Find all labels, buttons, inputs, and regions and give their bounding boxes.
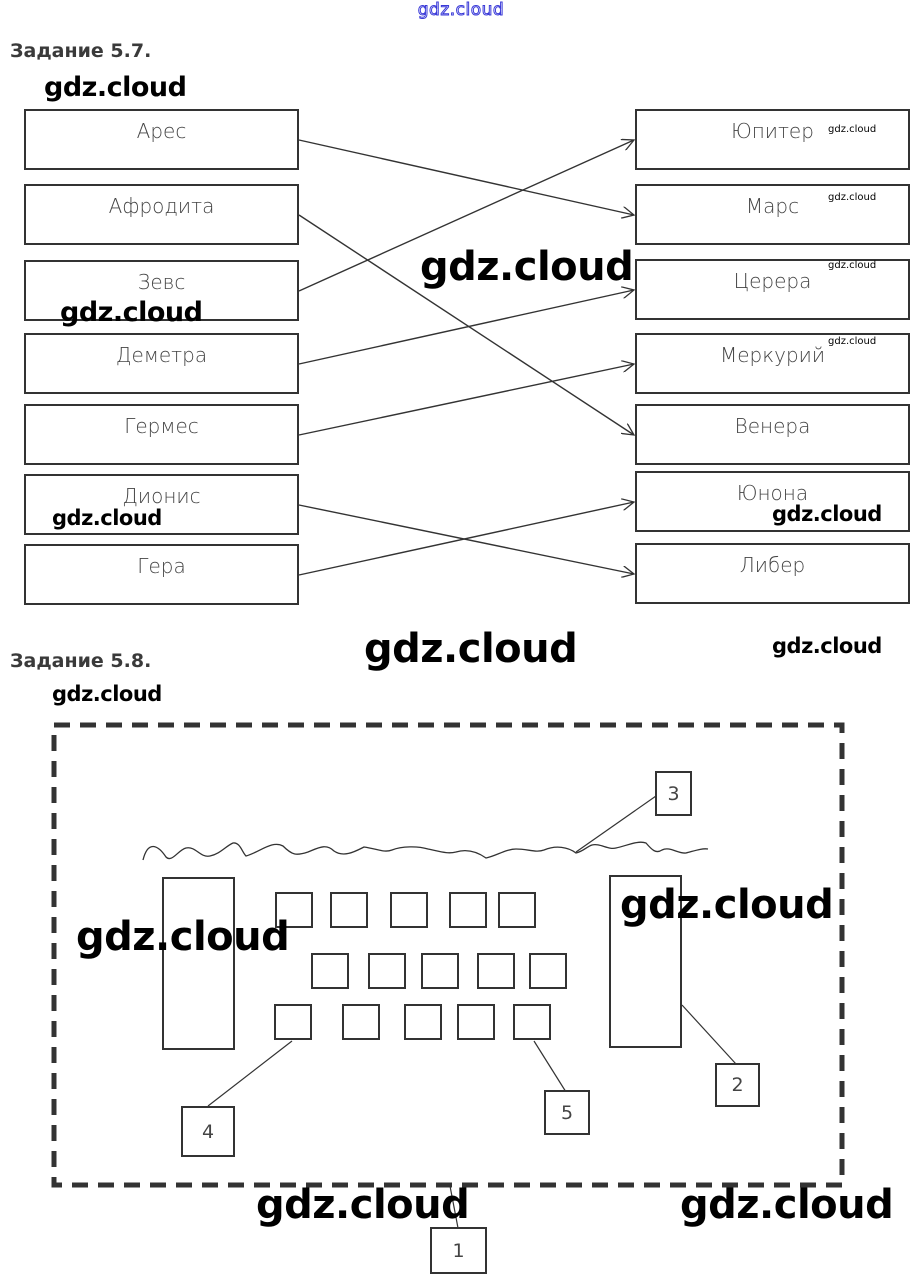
watermark: gdz.cloud [52, 506, 162, 530]
task-5-8-title: Задание 5.8. [10, 650, 152, 672]
left-box-6: Гера [24, 544, 299, 605]
box-label: Юпитер [731, 119, 814, 143]
desk-r3-c3 [404, 1004, 442, 1040]
task-5-7-title: Задание 5.7. [10, 40, 152, 62]
left-box-1: Афродита [24, 184, 299, 245]
box-label: Арес [136, 119, 187, 143]
desk-r3-c5 [513, 1004, 551, 1040]
right-box-2: Церера [635, 259, 910, 320]
leader-line-2 [681, 1004, 737, 1065]
leader-line-5 [533, 1040, 567, 1093]
right-box-5: Юнона [635, 471, 910, 532]
watermark: gdz.cloud [680, 1182, 894, 1228]
watermark: gdz.cloud [364, 626, 578, 672]
match-arrow-1 [298, 214, 634, 435]
box-label: Венера [734, 414, 811, 438]
right-box-4: Венера [635, 404, 910, 465]
box-label: Гера [137, 554, 186, 578]
desk-r2-c5 [529, 953, 567, 989]
watermark: gdz.cloud [828, 336, 877, 347]
match-arrow-4 [298, 364, 634, 436]
desk-r3-c2 [342, 1004, 380, 1040]
box-label: Либер [739, 553, 806, 577]
box-label: Деметра [115, 343, 208, 367]
watermark: gdz.cloud [828, 192, 877, 203]
desk-r1-c4 [449, 892, 487, 928]
left-box-0: Арес [24, 109, 299, 170]
desk-r1-c1 [275, 892, 313, 928]
desk-r1-c2 [330, 892, 368, 928]
desk-r2-c2 [368, 953, 406, 989]
match-arrow-6 [298, 502, 634, 576]
watermark: gdz.cloud [420, 244, 634, 290]
match-arrow-5 [298, 504, 634, 574]
right-box-6: Либер [635, 543, 910, 604]
watermark: gdz.cloud [60, 297, 203, 328]
desk-r3-c4 [457, 1004, 495, 1040]
leader-line-3 [575, 795, 657, 853]
site-header-watermark[interactable]: gdz.cloud [417, 0, 505, 21]
match-arrow-0 [298, 139, 634, 215]
tall-cabinet-right [609, 875, 682, 1048]
label-box-3: 3 [655, 771, 692, 816]
watermark: gdz.cloud [772, 634, 882, 658]
right-box-1: Марс [635, 184, 910, 245]
right-box-0: Юпитер [635, 109, 910, 170]
box-label: Меркурий [719, 343, 825, 367]
left-box-5: Дионис [24, 474, 299, 535]
box-label: Афродита [108, 194, 215, 218]
watermark: gdz.cloud [772, 502, 882, 526]
desk-r3-c1 [274, 1004, 312, 1040]
desk-r2-c4 [477, 953, 515, 989]
match-arrow-2 [298, 140, 634, 292]
left-box-4: Гермес [24, 404, 299, 465]
label-box-1: 1 [430, 1227, 487, 1274]
leader-line-1 [449, 1185, 459, 1229]
left-box-2: Зевс [24, 260, 299, 321]
label-box-2: 2 [715, 1063, 760, 1107]
tall-cabinet-left [162, 877, 235, 1050]
box-label: Церера [733, 269, 812, 293]
watermark: gdz.cloud [76, 914, 290, 960]
watermark: gdz.cloud [620, 882, 834, 928]
watermark: gdz.cloud [44, 72, 187, 103]
box-label: Юнона [736, 481, 809, 505]
leader-line-4 [207, 1040, 293, 1107]
right-box-3: Меркурий [635, 333, 910, 394]
match-arrow-3 [298, 290, 634, 365]
watermark: gdz.cloud [828, 260, 877, 271]
watermark: gdz.cloud [52, 682, 162, 706]
desk-r2-c1 [311, 953, 349, 989]
box-label: Гермес [124, 414, 199, 438]
label-box-4: 4 [181, 1106, 235, 1157]
watermark: gdz.cloud [828, 124, 877, 135]
desk-r1-c3 [390, 892, 428, 928]
classroom-boundary-dashed [51, 722, 845, 1188]
left-box-3: Деметра [24, 333, 299, 394]
desk-r2-c3 [421, 953, 459, 989]
box-label: Марс [745, 194, 800, 218]
wavy-line-board [142, 841, 709, 861]
desk-r1-c5 [498, 892, 536, 928]
box-label: Дионис [122, 484, 201, 508]
label-box-5: 5 [544, 1090, 590, 1135]
watermark: gdz.cloud [256, 1182, 470, 1228]
box-label: Зевс [137, 270, 186, 294]
